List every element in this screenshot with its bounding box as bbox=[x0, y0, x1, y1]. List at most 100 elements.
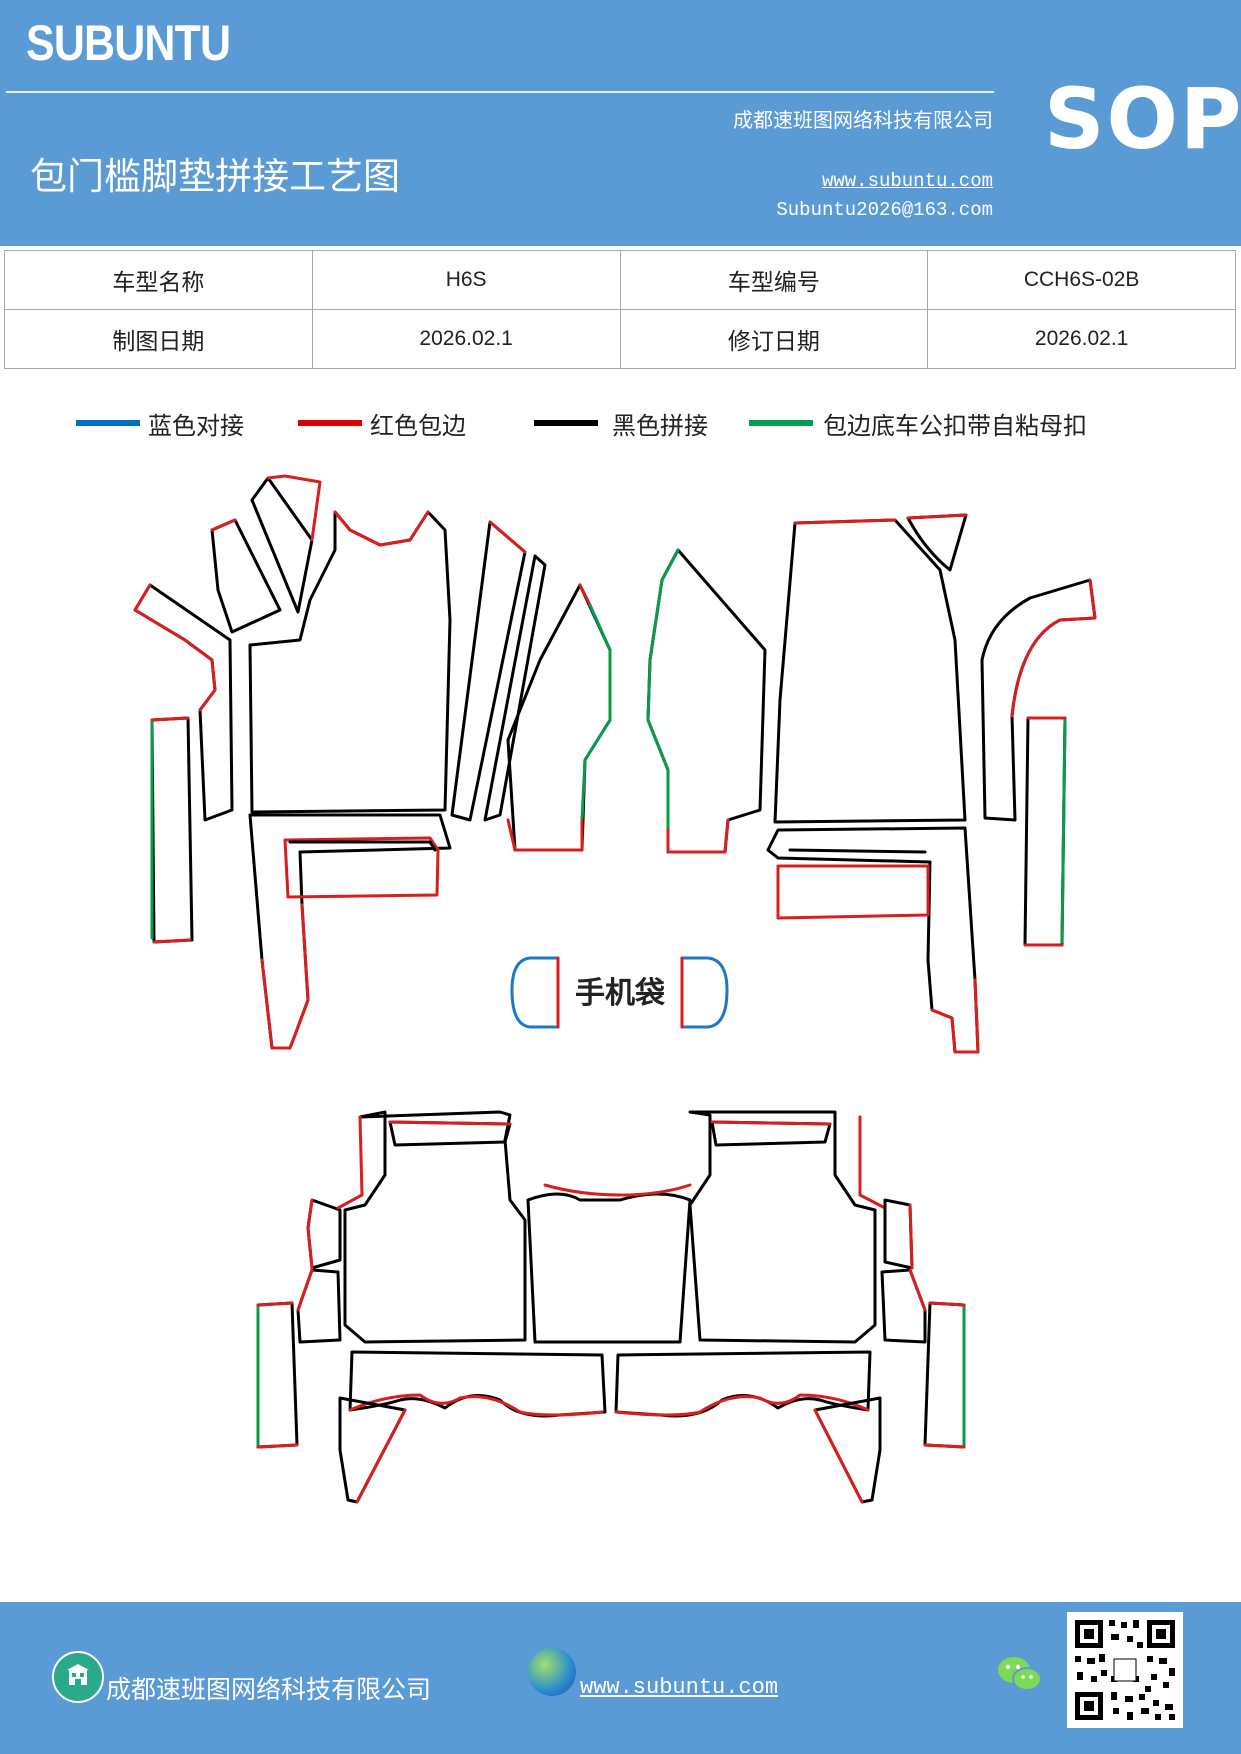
mat-piece bbox=[343, 1110, 527, 1344]
document-title: 包门槛脚垫拼接工艺图 bbox=[30, 155, 400, 198]
mat-piece bbox=[793, 518, 897, 525]
mat-piece bbox=[1010, 578, 1097, 718]
legend-item: 黑色拼接 bbox=[534, 408, 708, 440]
mat-piece bbox=[813, 1396, 882, 1504]
phone-bag-label: 手机袋 bbox=[575, 976, 665, 1011]
mat-piece bbox=[788, 848, 927, 854]
mat-piece bbox=[1023, 716, 1067, 947]
qr-code[interactable] bbox=[1067, 1612, 1183, 1728]
mat-piece bbox=[248, 510, 452, 814]
legend-label: 蓝色对接 bbox=[148, 411, 244, 440]
mat-piece bbox=[338, 1396, 407, 1504]
mat-piece bbox=[256, 1301, 299, 1449]
phone-bag-left-piece bbox=[510, 956, 560, 1029]
mat-piece bbox=[333, 510, 430, 547]
mat-piece bbox=[288, 840, 437, 852]
legend-swatch bbox=[76, 420, 140, 426]
mat-piece bbox=[930, 978, 980, 1054]
front-right-mat-group bbox=[646, 513, 1097, 1054]
rear-mat-group bbox=[256, 1110, 966, 1504]
mat-piece bbox=[1023, 716, 1067, 947]
mat-piece bbox=[906, 513, 968, 520]
mat-piece bbox=[666, 818, 730, 854]
phone-bag-right-piece bbox=[680, 956, 729, 1029]
header-website-link[interactable]: www.subuntu.com bbox=[821, 170, 993, 192]
phone-bag-group: 手机袋 bbox=[510, 956, 729, 1029]
mat-piece bbox=[906, 513, 968, 572]
legend-item: 包边底车公扣带自粘母扣 bbox=[749, 408, 1087, 440]
mat-piece bbox=[543, 1183, 692, 1197]
mat-piece bbox=[614, 1393, 870, 1417]
table-cell-value: 2026.02.1 bbox=[927, 309, 1236, 369]
mat-piece bbox=[923, 1301, 966, 1449]
mat-piece bbox=[388, 1120, 512, 1126]
mat-piece bbox=[150, 716, 194, 944]
mat-piece bbox=[296, 1268, 342, 1344]
legend-label: 红色包边 bbox=[370, 411, 466, 440]
mat-piece bbox=[250, 476, 314, 614]
legend-swatch bbox=[749, 420, 813, 426]
mat-piece bbox=[133, 583, 217, 712]
mat-piece bbox=[388, 1120, 512, 1147]
mat-piece bbox=[260, 903, 310, 1050]
legend-label: 包边底车公扣带自粘母扣 bbox=[823, 411, 1087, 440]
mat-piece bbox=[355, 1408, 407, 1504]
mat-piece bbox=[266, 474, 322, 542]
mat-piece bbox=[306, 1198, 314, 1270]
mat-piece bbox=[348, 1393, 604, 1417]
vehicle-info-table: 车型名称 H6S 车型编号 CCH6S-02B 制图日期 2026.02.1 修… bbox=[4, 250, 1236, 369]
mat-piece bbox=[336, 1115, 364, 1210]
table-cell-value: H6S bbox=[311, 250, 621, 310]
mat-piece bbox=[773, 518, 967, 824]
mat-piece bbox=[306, 1198, 342, 1270]
floor-mat-splice-diagram: 手机袋 bbox=[133, 474, 1097, 1504]
mat-piece bbox=[908, 1268, 927, 1312]
mat-piece bbox=[813, 1408, 864, 1504]
sop-badge: SOP bbox=[1044, 70, 1241, 168]
mat-piece bbox=[923, 1301, 966, 1449]
mat-piece bbox=[1060, 716, 1067, 944]
table-cell-label: 车型编号 bbox=[619, 250, 929, 310]
mat-piece bbox=[210, 518, 237, 532]
header-company-name: 成都速班图网络科技有限公司 bbox=[733, 108, 993, 132]
mat-piece bbox=[256, 1301, 299, 1449]
table-row: 制图日期 2026.02.1 修订日期 2026.02.1 bbox=[4, 309, 1236, 369]
mat-piece bbox=[488, 520, 527, 554]
table-cell-label: 制图日期 bbox=[4, 309, 313, 369]
qr-code-pattern bbox=[1075, 1620, 1175, 1720]
mat-piece bbox=[710, 1120, 832, 1147]
mat-piece bbox=[766, 826, 980, 1054]
mat-piece bbox=[210, 518, 282, 634]
table-cell-label: 车型名称 bbox=[4, 250, 313, 310]
mat-piece bbox=[646, 548, 680, 832]
mat-piece bbox=[580, 603, 612, 822]
brand-logo-text: SUBUNTU bbox=[26, 15, 231, 71]
mat-piece bbox=[776, 864, 930, 920]
mat-piece bbox=[283, 836, 440, 899]
mat-piece bbox=[483, 554, 547, 822]
color-legend: 蓝色对接 红色包边 黑色拼接 包边底车公扣带自粘母扣 bbox=[0, 396, 1241, 446]
mat-piece bbox=[883, 1198, 914, 1270]
mat-piece bbox=[880, 1268, 927, 1344]
mat-piece bbox=[710, 1120, 832, 1126]
legend-item: 蓝色对接 bbox=[76, 408, 244, 440]
mat-piece bbox=[688, 1110, 877, 1344]
front-left-mat-group bbox=[133, 474, 612, 1050]
mat-piece bbox=[526, 1192, 692, 1344]
legend-swatch bbox=[298, 420, 362, 426]
mat-piece bbox=[150, 716, 192, 944]
mat-piece bbox=[248, 813, 452, 1050]
footer-website-link[interactable]: www.subuntu.com bbox=[580, 1675, 779, 1700]
table-cell-label: 修订日期 bbox=[619, 309, 929, 369]
header-email: Subuntu2026@163.com bbox=[776, 199, 993, 221]
mat-piece bbox=[646, 548, 767, 854]
table-cell-value: 2026.02.1 bbox=[311, 309, 621, 369]
footer-company-name: 成都速班图网络科技有限公司 bbox=[106, 1675, 432, 1704]
wechat-icon[interactable] bbox=[996, 1652, 1044, 1696]
table-row: 车型名称 H6S 车型编号 CCH6S-02B bbox=[4, 250, 1236, 310]
mat-piece bbox=[296, 1268, 314, 1312]
mat-piece bbox=[980, 578, 1097, 822]
header-divider bbox=[6, 91, 994, 93]
legend-label: 黑色拼接 bbox=[612, 411, 708, 440]
mat-piece bbox=[858, 1115, 887, 1210]
